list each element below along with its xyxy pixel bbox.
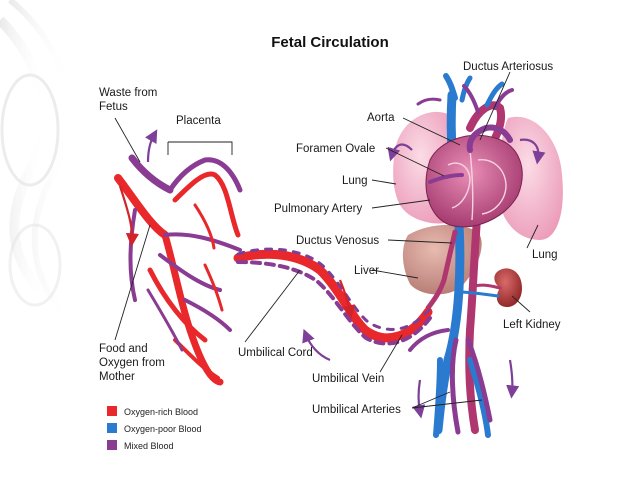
label-foramen-ovale: Foramen Ovale bbox=[296, 143, 375, 155]
legend-swatch-oxygen-poor bbox=[107, 423, 117, 433]
label-liver: Liver bbox=[354, 265, 379, 277]
legend-swatch-oxygen-rich bbox=[107, 406, 117, 416]
label-waste-from-fetus-line1: Waste from bbox=[99, 87, 157, 99]
umbilical-cord bbox=[238, 249, 432, 343]
background-swirl-decoration bbox=[0, 0, 70, 320]
label-food-oxygen-line2: Oxygen from bbox=[99, 357, 165, 369]
arrow-waste-out bbox=[148, 135, 154, 162]
label-placenta: Placenta bbox=[176, 115, 221, 127]
legend-swatch-mixed bbox=[107, 440, 117, 450]
label-umbilical-arteries: Umbilical Arteries bbox=[312, 404, 401, 416]
legend: Oxygen-rich Blood Oxygen-poor Blood Mixe… bbox=[107, 406, 202, 451]
label-pulmonary-artery: Pulmonary Artery bbox=[274, 203, 362, 215]
legend-label-oxygen-poor: Oxygen-poor Blood bbox=[124, 424, 202, 434]
label-lung-right: Lung bbox=[532, 249, 558, 261]
label-aorta: Aorta bbox=[367, 112, 395, 124]
renal-vessels bbox=[458, 285, 500, 296]
arrow-descending-flow bbox=[510, 360, 512, 392]
legend-label-mixed: Mixed Blood bbox=[124, 441, 174, 451]
label-ductus-venosus: Ductus Venosus bbox=[296, 235, 379, 247]
label-left-kidney: Left Kidney bbox=[503, 319, 561, 331]
label-food-oxygen-line1: Food and bbox=[99, 343, 148, 355]
label-umbilical-cord: Umbilical Cord bbox=[238, 347, 313, 359]
label-food-oxygen-line3: Mother bbox=[99, 371, 135, 383]
label-umbilical-vein: Umbilical Vein bbox=[312, 373, 384, 385]
legend-label-oxygen-rich: Oxygen-rich Blood bbox=[124, 407, 198, 417]
upper-branch-vessels bbox=[418, 76, 512, 112]
diagram-title: Fetal Circulation bbox=[271, 34, 389, 51]
label-ductus-arteriosus: Ductus Arteriosus bbox=[463, 61, 553, 73]
label-lung-left: Lung bbox=[342, 175, 368, 187]
label-waste-from-fetus-line2: Fetus bbox=[99, 101, 128, 113]
